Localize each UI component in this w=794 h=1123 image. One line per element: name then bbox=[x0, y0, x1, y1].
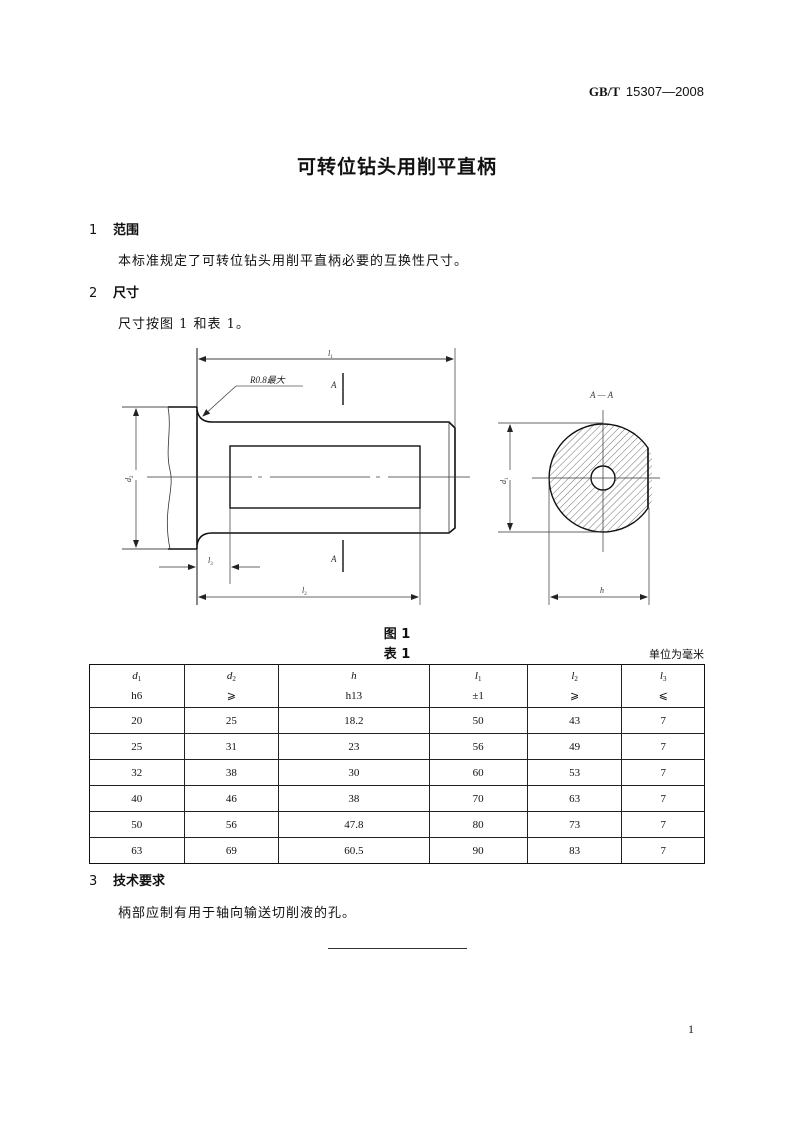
section-title: 范围 bbox=[113, 223, 140, 238]
standard-number: 15307—2008 bbox=[625, 84, 704, 99]
table-cell: 63 bbox=[89, 837, 185, 864]
column-header-d1: d1 h6 bbox=[89, 664, 185, 708]
column-header-l3: l3 ⩽ bbox=[621, 664, 705, 708]
table-cell: 50 bbox=[89, 811, 185, 838]
table-cell: 63 bbox=[526, 785, 623, 812]
table-cell: 83 bbox=[526, 837, 623, 864]
table-cell: 38 bbox=[183, 759, 280, 786]
table-row: 20 25 18.2 50 43 7 bbox=[89, 707, 705, 734]
table-cell: 7 bbox=[621, 733, 705, 760]
table-cell: 70 bbox=[428, 785, 528, 812]
column-header-l1: l1 ±1 bbox=[428, 664, 528, 708]
figure-caption: 图 1 bbox=[383, 627, 411, 642]
table-cell: 25 bbox=[183, 707, 280, 734]
section-title: 尺寸 bbox=[113, 286, 140, 301]
section-number: 3 bbox=[89, 874, 98, 889]
svg-text:h: h bbox=[600, 586, 604, 595]
standard-code: GB/T 15307—2008 bbox=[589, 84, 704, 100]
table-cell: 43 bbox=[526, 707, 623, 734]
standard-prefix: GB/T bbox=[588, 84, 620, 99]
section-number: 2 bbox=[89, 286, 98, 301]
table-cell: 69 bbox=[183, 837, 280, 864]
table-cell: 30 bbox=[278, 759, 430, 786]
table-cell: 20 bbox=[89, 707, 185, 734]
section-body-technical-requirements: 柄部应制有用于轴向输送切削液的孔。 bbox=[118, 906, 357, 921]
svg-text:d2: d2 bbox=[124, 475, 135, 482]
table-cell: 49 bbox=[526, 733, 623, 760]
end-of-document-rule bbox=[328, 948, 467, 949]
table-row: 50 56 47.8 80 73 7 bbox=[89, 811, 705, 838]
table-row: 25 31 23 56 49 7 bbox=[89, 733, 705, 760]
column-header-d2: d2 ⩾ bbox=[183, 664, 280, 708]
table-cell: 25 bbox=[89, 733, 185, 760]
svg-text:l3: l3 bbox=[208, 556, 213, 567]
section-heading-technical-requirements: 3 技术要求 bbox=[89, 870, 165, 889]
table-cell: 7 bbox=[621, 759, 705, 786]
table-cell: 80 bbox=[428, 811, 528, 838]
table-cell: 60.5 bbox=[278, 837, 430, 864]
table-cell: 7 bbox=[621, 837, 705, 864]
svg-text:l1: l1 bbox=[328, 349, 333, 360]
table-row: 40 46 38 70 63 7 bbox=[89, 785, 705, 812]
svg-text:A: A bbox=[330, 554, 337, 564]
section-body-scope: 本标准规定了可转位钻头用削平直柄必要的互换性尺寸。 bbox=[118, 254, 469, 269]
table-cell: 50 bbox=[428, 707, 528, 734]
table-cell: 38 bbox=[278, 785, 430, 812]
table-cell: 40 bbox=[89, 785, 185, 812]
table-cell: 90 bbox=[428, 837, 528, 864]
table-caption: 表 1 bbox=[383, 647, 411, 662]
table-cell: 7 bbox=[621, 785, 705, 812]
table-cell: 23 bbox=[278, 733, 430, 760]
page-number: 1 bbox=[688, 1022, 694, 1036]
section-body-dimensions: 尺寸按图 1 和表 1。 bbox=[118, 317, 250, 332]
table-cell: 56 bbox=[428, 733, 528, 760]
section-heading-dimensions: 2 尺寸 bbox=[89, 282, 139, 301]
section-a-a-view: A — A d1 h bbox=[498, 390, 660, 605]
dimensions-table: d1 h6 d2 ⩾ h h13 l1 ±1 l2 ⩾ l3 ⩽ bbox=[89, 664, 705, 864]
svg-text:A — A: A — A bbox=[589, 390, 614, 400]
figure-1-drawing: A A l1 R0.8最大 d2 l3 l2 bbox=[0, 340, 794, 620]
svg-text:l2: l2 bbox=[302, 586, 307, 597]
table-row: 63 69 60.5 90 83 7 bbox=[89, 837, 705, 864]
svg-text:d1: d1 bbox=[499, 477, 510, 484]
section-number: 1 bbox=[89, 223, 98, 238]
section-heading-scope: 1 范围 bbox=[89, 219, 139, 238]
svg-text:A: A bbox=[330, 380, 337, 390]
table-cell: 53 bbox=[526, 759, 623, 786]
table-cell: 56 bbox=[183, 811, 280, 838]
table-unit-note: 单位为毫米 bbox=[649, 648, 704, 661]
shank-side-view: A A l1 R0.8最大 d2 l3 l2 bbox=[122, 348, 470, 605]
table-cell: 46 bbox=[183, 785, 280, 812]
table-cell: 47.8 bbox=[278, 811, 430, 838]
table-cell: 31 bbox=[183, 733, 280, 760]
table-cell: 32 bbox=[89, 759, 185, 786]
column-header-l2: l2 ⩾ bbox=[526, 664, 623, 708]
svg-text:R0.8最大: R0.8最大 bbox=[249, 375, 286, 385]
table-cell: 7 bbox=[621, 811, 705, 838]
table-row: 32 38 30 60 53 7 bbox=[89, 759, 705, 786]
document-title: 可转位钻头用削平直柄 bbox=[296, 156, 497, 178]
table-cell: 18.2 bbox=[278, 707, 430, 734]
table-cell: 7 bbox=[621, 707, 705, 734]
section-title: 技术要求 bbox=[113, 874, 166, 889]
table-header-row: d1 h6 d2 ⩾ h h13 l1 ±1 l2 ⩾ l3 ⩽ bbox=[89, 664, 705, 708]
table-cell: 60 bbox=[428, 759, 528, 786]
table-cell: 73 bbox=[526, 811, 623, 838]
column-header-h: h h13 bbox=[278, 664, 430, 708]
